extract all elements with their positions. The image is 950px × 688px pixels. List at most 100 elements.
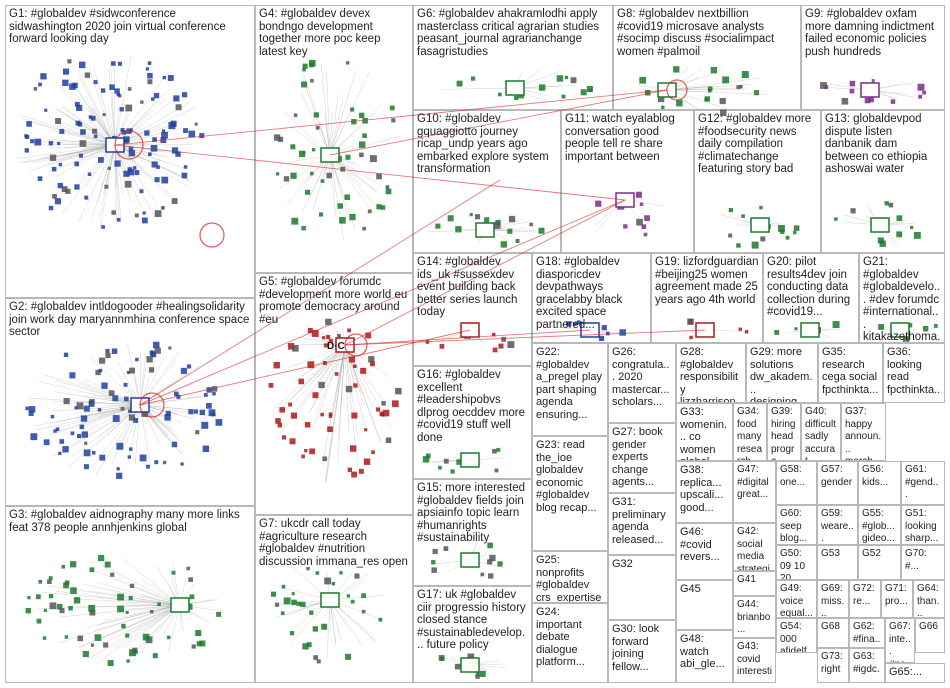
group-label: G7: ukcdr call today #agriculture resear…: [259, 518, 408, 568]
group-cell-g53: G53: [817, 545, 858, 580]
group-label: G2: #globaldev intldogooder #healingsoli…: [9, 301, 253, 338]
group-cell-g37: G37: happy announ... march...: [841, 403, 886, 461]
group-cell-g18: G18: #globaldev diasporicdev devpathways…: [532, 253, 651, 343]
group-label: G52: [862, 548, 881, 559]
group-label: G30: look forward joining fellow...: [612, 623, 663, 673]
group-label: G36: looking read fpcthinkta...: [887, 346, 941, 403]
group-label: G20: pilot results4dev join conducting d…: [767, 256, 854, 318]
group-cell-g15: G15: more interested #globaldev fields j…: [413, 479, 532, 586]
group-label: G59: weare... please...: [821, 508, 854, 544]
group-label: G27: book gender experts change agents..…: [612, 426, 666, 488]
group-cell-g2: G2: #globaldev intldogooder #healingsoli…: [5, 298, 255, 506]
group-label: G37: happy announ... march...: [845, 406, 882, 460]
group-label: G51: looking sharp...: [905, 508, 940, 544]
group-label: G9: #globaldev oxfam more damning indict…: [805, 8, 938, 58]
group-cell-g61: G61: #gend...: [901, 461, 945, 505]
group-label: G31: preliminary agenda released...: [612, 496, 669, 546]
group-cell-g7: G7: ukcdr call today #agriculture resear…: [255, 515, 413, 683]
group-cell-g4: G4: #globaldev devex bondngo development…: [255, 5, 413, 273]
group-cell-g10: G10: #globaldev gquaggiotto journey rica…: [413, 110, 561, 253]
group-cell-g17: G17: uk #globaldev ciir progressio histo…: [413, 586, 532, 683]
group-label: G21: #globaldev #globaldevelo... #dev fo…: [863, 256, 941, 343]
group-cell-g13: G13: globaldevpod dispute listen danbani…: [821, 110, 945, 253]
group-label: G28: #globaldev responsibility lizzharri…: [680, 346, 742, 403]
group-label: G66: [919, 621, 938, 632]
group-label: G56: kids...: [862, 464, 889, 488]
group-label: G41: [737, 574, 756, 585]
group-cell-g21: G21: #globaldev #globaldevelo... #dev fo…: [859, 253, 945, 343]
group-cell-g47: G47: #digital great...: [733, 461, 776, 523]
group-label: G64: than...: [917, 583, 942, 618]
group-label: G46: #covid revers...: [680, 526, 720, 563]
group-label: G48: watch abi_gle...: [680, 633, 725, 670]
group-label: G40: difficult sadly accurat...: [805, 406, 836, 460]
group-cell-g59: G59: weare... please...: [817, 505, 858, 545]
group-label: G54: 000 afidelf...: [780, 621, 813, 653]
group-cell-g30: G30: look forward joining fellow...: [608, 620, 676, 683]
group-cell-g68: G68: [817, 618, 849, 648]
group-label: G29: more solutions dw_akadem... designi…: [750, 346, 813, 403]
group-label: G53: [821, 548, 840, 559]
group-label: G49: voice equal...: [780, 583, 813, 618]
group-label: G60: seep blog...: [780, 508, 808, 544]
group-label: G16: #globaldev excellent #leadershipobv…: [417, 369, 529, 444]
group-cell-g45: G45: [676, 580, 733, 630]
group-cell-g41: G41: [733, 571, 776, 596]
group-cell-g25: G25: nonprofits #globaldev crs_expertise…: [532, 551, 608, 603]
group-cell-g35: G35: research cega social fpcthinkta...: [818, 343, 883, 403]
group-cell-g24: G24: important debate dialogue platform.…: [532, 603, 608, 683]
group-cell-g16: G16: #globaldev excellent #leadershipobv…: [413, 366, 532, 479]
group-cell-g20: G20: pilot results4dev join conducting d…: [763, 253, 859, 343]
group-cell-g70: G70: #...: [901, 545, 945, 580]
group-cell-g42: G42: social media strategi...: [733, 523, 776, 571]
group-label: G57: gender: [821, 464, 853, 488]
group-label: G43: covid interesti...: [737, 641, 773, 682]
group-cell-g9: G9: #globaldev oxfam more damning indict…: [801, 5, 945, 110]
group-label: G26: congratula... 2020 mastercar... sch…: [612, 346, 673, 408]
group-label: G13: globaldevpod dispute listen danbani…: [825, 113, 931, 175]
group-label: G58: one...: [780, 464, 806, 488]
group-cell-g52: G52: [858, 545, 901, 580]
group-label: G8: #globaldev nextbillion #covid19 micr…: [617, 8, 778, 58]
group-label: G34: food many research shows...: [737, 406, 763, 460]
group-cell-g5: G5: #globaldev forumdc #development more…: [255, 273, 413, 515]
group-cell-g63: G63: #igdc...: [849, 648, 885, 683]
group-cell-g8: G8: #globaldev nextbillion #covid19 micr…: [613, 5, 801, 110]
group-label: G39: hiring head progra...: [771, 406, 796, 460]
group-label: G17: uk #globaldev ciir progressio histo…: [417, 589, 529, 651]
group-cell-g6: G6: #globaldev ahakramlodhi apply master…: [413, 5, 613, 110]
group-label: G4: #globaldev devex bondngo development…: [259, 8, 384, 58]
group-cell-g1: G1: #globaldev #sidwconference sidwashin…: [5, 5, 255, 298]
group-cell-g44: G44: brianbo...: [733, 596, 776, 638]
group-cell-g49: G49: voice equal...: [776, 580, 817, 618]
group-cell-g39: G39: hiring head progra...: [767, 403, 801, 461]
group-label: G15: more interested #globaldev fields j…: [417, 482, 529, 544]
group-cell-g46: G46: #covid revers...: [676, 523, 733, 580]
group-cell-g54: G54: 000 afidelf...: [776, 618, 817, 653]
group-cell-g56: G56: kids...: [858, 461, 901, 505]
group-label: G67: inte... #pe...: [889, 621, 911, 662]
group-label: G5: #globaldev forumdc #development more…: [259, 276, 411, 326]
group-cell-g28: G28: #globaldev responsibility lizzharri…: [676, 343, 746, 403]
group-label: G68: [821, 621, 840, 632]
group-cell-g23: G23: read the_ioe globaldev economic #gl…: [532, 436, 608, 551]
group-cell-g58: G58: one...: [776, 461, 817, 505]
group-label: G11: watch eyalablog conversation good p…: [565, 113, 678, 163]
group-label: G23: read the_ioe globaldev economic #gl…: [536, 439, 597, 514]
group-label: G3: #globaldev aidnography many more lin…: [9, 509, 243, 534]
group-cell-g22: G22: #globaldev a_pregel play part shapi…: [532, 343, 608, 436]
group-label: G19: lizfordguardian #beijing25 women ag…: [655, 256, 762, 306]
group-cell-g64: G64: than...: [913, 580, 945, 618]
group-label: G73: right: [821, 651, 846, 675]
group-label: G25: nonprofits #globaldev crs_expertise…: [536, 554, 602, 603]
group-cell-g29: G29: more solutions dw_akadem... designi…: [746, 343, 818, 403]
group-cell-g36: G36: looking read fpcthinkta...: [883, 343, 945, 403]
group-cell-g50: G50: 09 10 20...: [776, 545, 817, 580]
group-label: G72: re...: [853, 583, 878, 607]
group-label: G10: #globaldev gquaggiotto journey rica…: [417, 113, 552, 175]
group-cell-g32: G32: [608, 555, 676, 620]
group-cell-g12: G12: #globaldev more #foodsecurity news …: [694, 110, 821, 253]
group-cell-g11: G11: watch eyalablog conversation good p…: [561, 110, 694, 253]
group-cell-g60: G60: seep blog...: [776, 505, 817, 545]
